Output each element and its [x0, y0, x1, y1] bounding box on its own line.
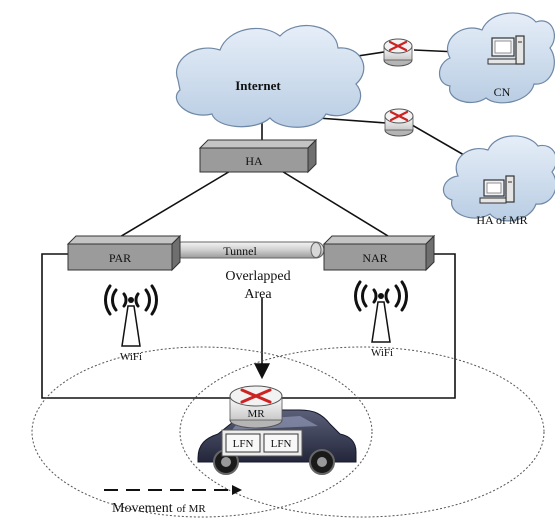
link-internet-router2	[317, 117, 387, 124]
tunnel-label: Tunnel	[223, 244, 257, 258]
connection-lines	[41, 49, 491, 399]
lfn-label: LFN	[233, 438, 254, 450]
ha-of-mr-label: HA of MR	[476, 213, 527, 227]
par-label: PAR	[109, 251, 131, 265]
movement-arrow	[104, 485, 242, 495]
lfn-label: LFN	[271, 438, 292, 450]
cn-label: CN	[494, 85, 511, 99]
wifi-antenna-icon: WiFi	[103, 284, 159, 363]
movement-label-suffix: of MR	[177, 503, 207, 515]
link-ha-nar	[279, 169, 389, 237]
par-coverage-ellipse	[31, 346, 373, 518]
wifi-antenna-icon: WiFi	[353, 280, 409, 359]
internet-label: Internet	[235, 78, 281, 93]
wifi-right-label: WiFi	[371, 347, 393, 359]
wifi-left-label: WiFi	[120, 351, 142, 363]
movement-label: Movement of MR	[112, 501, 206, 516]
par-router-box: PAR	[66, 234, 182, 272]
cn-cloud: CN	[438, 12, 555, 104]
overlapped-label-line1: Overlapped	[225, 269, 290, 284]
ha-label: HA	[245, 154, 263, 168]
mobile-router-icon: MR	[229, 385, 283, 429]
nar-coverage-ellipse	[179, 346, 545, 518]
lfn-box: LFN	[225, 433, 261, 453]
coverage-areas	[31, 346, 545, 518]
tunnel: Tunnel	[173, 241, 325, 259]
router-icon	[383, 38, 413, 67]
lfn-box: LFN	[263, 433, 299, 453]
link-ha-par	[117, 169, 233, 239]
overlapped-label-line2: Area	[244, 287, 272, 302]
mr-label: MR	[247, 408, 265, 420]
computer-icon	[479, 175, 515, 204]
nar-router-box: NAR	[322, 234, 436, 272]
internet-cloud: Internet	[175, 24, 365, 128]
vehicle: LFN LFN MR	[197, 385, 357, 475]
ha-router-box: HA	[198, 138, 318, 174]
computer-icon	[487, 35, 525, 65]
nar-label: NAR	[362, 251, 387, 265]
ha-of-mr-cloud: HA of MR	[442, 135, 555, 227]
router-icon	[384, 108, 414, 137]
movement-label-main: Movement	[112, 501, 173, 516]
